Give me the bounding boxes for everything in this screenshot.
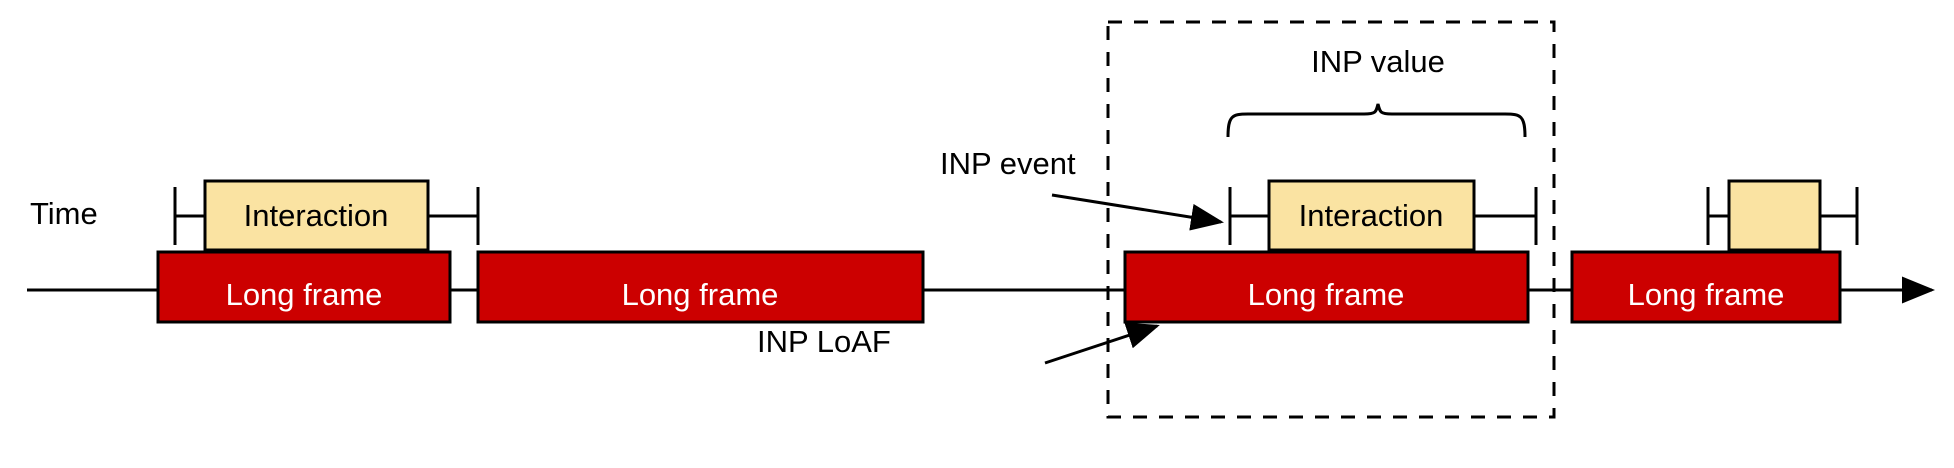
time-axis-label: Time (30, 196, 98, 231)
long-frame-2: Long frame (476, 250, 925, 324)
long-frame-rect (1123, 250, 1530, 324)
inp-event-leader-arrow (1051, 193, 1224, 231)
inp-value-label: INP value (1311, 44, 1445, 79)
long-frame-rect (156, 250, 452, 324)
long-frame-1: Long frame (156, 250, 452, 324)
inp-highlight-region (1106, 20, 1556, 419)
interaction-3 (1706, 179, 1859, 252)
long-frame-rect (1570, 250, 1842, 324)
long-frame-rect (476, 250, 925, 324)
interaction-rect (1267, 179, 1476, 252)
interaction-label: Interaction (1299, 198, 1444, 233)
long-frame-3-inp-loaf: Long frame (1123, 250, 1530, 324)
interaction-label: Interaction (244, 198, 389, 233)
inp-value-brace (1226, 103, 1527, 138)
inp-loaf-label: INP LoAF (757, 324, 891, 359)
long-frame-label: Long frame (622, 277, 779, 312)
inp-loaf-leader-arrow (1044, 322, 1160, 365)
interaction-2-inp-event: Interaction (1228, 179, 1538, 252)
long-frame-label: Long frame (1248, 277, 1405, 312)
interaction-1: Interaction (173, 179, 480, 252)
inp-event-label: INP event (940, 146, 1076, 181)
long-frame-label: Long frame (226, 277, 383, 312)
interaction-rect (1727, 179, 1822, 252)
interaction-rect (203, 179, 430, 252)
long-frame-4: Long frame (1570, 250, 1842, 324)
long-frame-label: Long frame (1628, 277, 1785, 312)
